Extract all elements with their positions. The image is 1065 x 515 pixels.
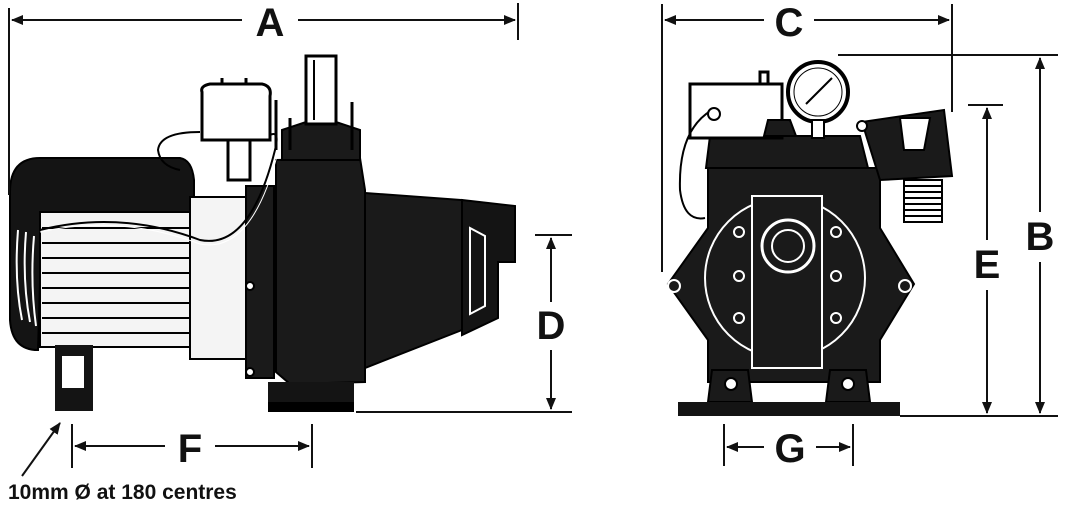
- motor-end-cap: [9, 157, 195, 352]
- dimension-label-d: D: [537, 304, 566, 348]
- dimension-label-e: E: [974, 243, 1001, 287]
- gauge-needle: [805, 77, 833, 105]
- suction-inlet: [461, 198, 516, 337]
- motor-flange: [189, 196, 249, 360]
- dimension-label-b: B: [1026, 215, 1055, 259]
- dimension-label-c: C: [775, 1, 804, 45]
- top-cover-front: [704, 135, 870, 169]
- base-plate-front: [678, 402, 900, 416]
- face-bolts: [667, 226, 912, 324]
- pressure-switch: [200, 82, 272, 142]
- motor-body: [39, 211, 193, 348]
- dimension-label-a: A: [256, 1, 285, 45]
- side-view: [9, 54, 516, 412]
- volute-cone: [364, 191, 463, 370]
- front-view: [666, 60, 954, 416]
- pump-housing: [275, 156, 366, 386]
- pressure-switch-cable: [156, 131, 201, 171]
- end-cap-ribs: [15, 229, 37, 327]
- mounting-hole-note: 10mm Ø at 180 centres: [8, 481, 237, 504]
- discharge-pipe: [304, 54, 338, 126]
- motor-cooling-fins: [42, 227, 190, 334]
- cable-front: [678, 109, 713, 220]
- dimension-label-g: G: [774, 427, 805, 471]
- priming-top: [281, 121, 361, 161]
- dimension-label-f: F: [178, 427, 202, 471]
- dimension-lines: [8, 3, 1058, 477]
